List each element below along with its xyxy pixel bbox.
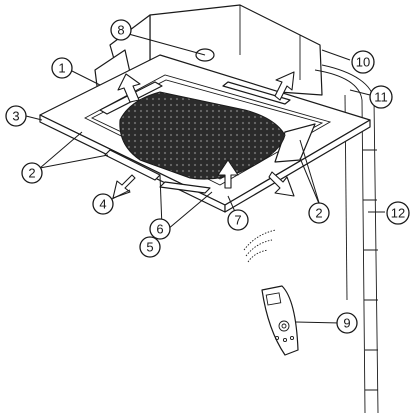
callout-1: 1 <box>51 57 73 79</box>
airflow-arrow-4 <box>268 171 295 197</box>
svg-text:7: 7 <box>234 213 241 228</box>
airflow-arrow-2 <box>274 71 295 101</box>
callout-8: 8 <box>110 19 132 41</box>
callout-5: 5 <box>139 236 161 258</box>
callout-2-right: 2 <box>308 202 330 224</box>
svg-text:5: 5 <box>146 240 153 255</box>
svg-text:6: 6 <box>156 222 163 237</box>
remote-control <box>243 229 299 356</box>
svg-text:4: 4 <box>99 197 106 212</box>
svg-text:2: 2 <box>315 206 322 221</box>
callout-7: 7 <box>227 209 249 231</box>
svg-text:11: 11 <box>374 90 388 105</box>
svg-text:10: 10 <box>356 55 370 70</box>
callout-12: 12 <box>386 201 410 225</box>
callout-9: 9 <box>336 312 358 334</box>
svg-text:9: 9 <box>343 316 350 331</box>
callout-4: 4 <box>92 193 114 215</box>
air-intake-grille <box>119 91 286 180</box>
airflow-arrow-1 <box>117 73 141 103</box>
airflow-arrows <box>112 71 295 199</box>
svg-text:2: 2 <box>28 166 35 181</box>
callout-3: 3 <box>5 105 27 127</box>
callout-2-left: 2 <box>21 162 43 184</box>
callout-10: 10 <box>351 50 375 74</box>
airflow-arrow-3 <box>112 174 136 199</box>
svg-text:3: 3 <box>12 109 19 124</box>
callout-6: 6 <box>149 218 171 240</box>
svg-text:1: 1 <box>58 61 65 76</box>
svg-text:8: 8 <box>117 23 124 38</box>
callout-11: 11 <box>369 85 393 109</box>
svg-text:12: 12 <box>391 206 405 221</box>
airflow-arrow-5 <box>217 159 239 189</box>
